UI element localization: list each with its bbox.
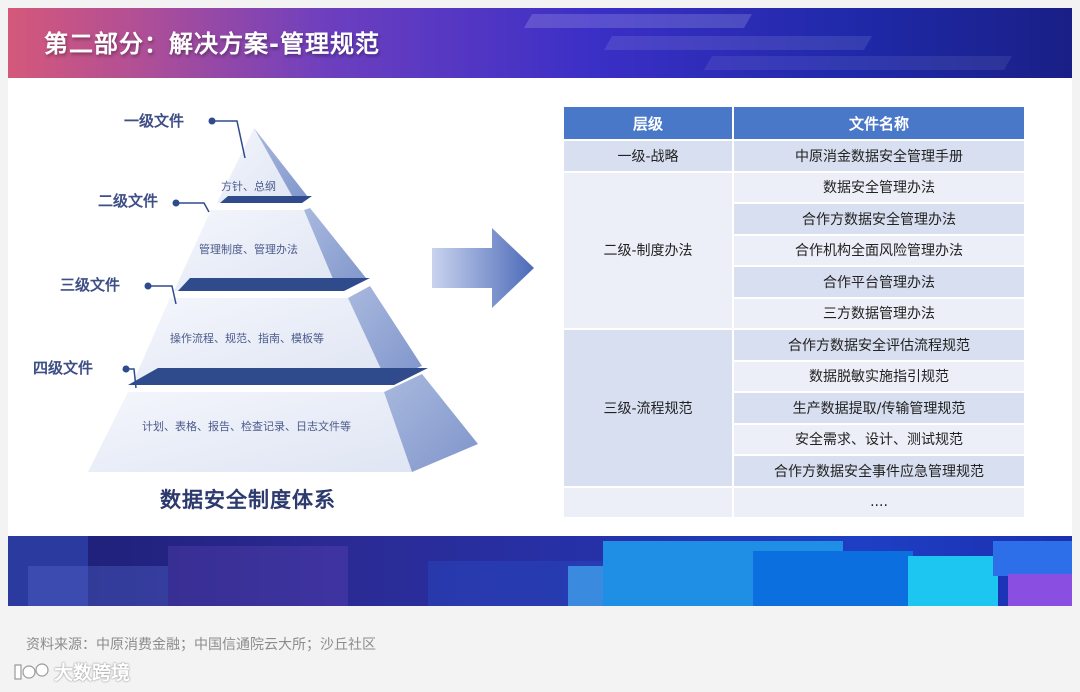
footer-banner — [8, 536, 1072, 606]
pyramid-level-2-side — [304, 208, 366, 291]
file-cell: 安全需求、设计、测试规范 — [732, 422, 1026, 456]
footer-decoration — [8, 536, 88, 606]
slide: 第二部分：解决方案-管理规范 — [8, 8, 1072, 606]
pyramid-level-4-label: 四级文件 — [33, 359, 94, 377]
pyramid-level-1-side — [254, 128, 308, 203]
file-cell: 数据安全管理办法 — [732, 170, 1026, 204]
pyramid-level-3-face — [134, 298, 386, 380]
pyramid-level-3-content: 操作流程、规范、指南、模板等 — [170, 332, 324, 345]
file-cell: 合作机构全面风险管理办法 — [732, 233, 1026, 267]
table-row: .... — [562, 485, 1026, 519]
pyramid-level-1-label: 一级文件 — [124, 112, 185, 130]
ellipsis-cell: .... — [732, 485, 1026, 519]
pyramid-level-1-face — [217, 128, 296, 203]
pyramid-level-4-side — [384, 374, 478, 472]
file-cell: 合作方数据安全管理办法 — [732, 202, 1026, 236]
header-decoration — [523, 14, 753, 28]
pyramid-level-1-content: 方针、总纲 — [221, 180, 276, 193]
table-row: 合作方数据安全管理办法 — [563, 202, 1026, 236]
header-decoration — [603, 36, 873, 50]
pyramid-level-2-label: 二级文件 — [98, 192, 159, 210]
level-cell: 三级-流程规范 — [562, 328, 734, 488]
table-header-row: 层级 文件名称 — [562, 105, 1026, 141]
watermark-text: 大数跨境 — [54, 662, 131, 684]
column-header-level: 层级 — [562, 105, 734, 141]
pyramid-title: 数据安全制度体系 — [160, 488, 336, 512]
footer-decoration — [28, 566, 168, 606]
pyramid-band-3 — [128, 368, 428, 385]
arrow-right-icon — [432, 228, 534, 308]
file-cell: 数据脱敏实施指引规范 — [732, 359, 1026, 393]
table-row: 合作方数据安全事件应急管理规范 — [563, 454, 1026, 488]
file-cell: 生产数据提取/传输管理规范 — [732, 391, 1026, 425]
watermark: 大数跨境 — [12, 658, 130, 685]
table-row: 三级-流程规范 合作方数据安全评估流程规范 — [562, 328, 1026, 488]
pyramid-level-4-content: 计划、表格、报告、检查记录、日志文件等 — [142, 420, 351, 433]
footer-decoration — [168, 546, 348, 606]
footer-decoration — [993, 541, 1072, 576]
pyramid-level-4-face — [88, 392, 412, 472]
level-cell: 一级-战略 — [562, 139, 734, 173]
pyramid-level-3-label: 三级文件 — [60, 276, 121, 294]
header-banner: 第二部分：解决方案-管理规范 — [8, 8, 1072, 78]
pyramid-band-1 — [220, 196, 312, 203]
pyramid-level-3-side — [348, 286, 422, 380]
file-cell: 合作平台管理办法 — [732, 265, 1026, 299]
table-row: 合作平台管理办法 — [563, 265, 1026, 299]
footer-decoration — [908, 556, 998, 606]
document-table: 层级 文件名称 一级-战略 中原消金数据安全管理手册 二级-制度办法 数据安全管… — [562, 105, 1026, 519]
pyramid-band-2 — [178, 278, 370, 291]
table-row: 一级-战略 中原消金数据安全管理手册 — [562, 139, 1026, 173]
pyramid-diagram — [88, 117, 478, 472]
watermark-logo-icon — [14, 662, 49, 680]
header-decoration — [703, 56, 1013, 70]
pyramid-level-2-content: 管理制度、管理办法 — [199, 243, 298, 256]
footer-decoration — [1008, 574, 1072, 606]
file-cell: 合作方数据安全事件应急管理规范 — [732, 454, 1026, 488]
pyramid-level-2-face — [174, 210, 338, 291]
table-row: 生产数据提取/传输管理规范 — [563, 391, 1026, 425]
table-row: 数据脱敏实施指引规范 — [563, 359, 1026, 393]
table-row: 二级-制度办法 数据安全管理办法 — [562, 170, 1026, 330]
file-cell: 三方数据管理办法 — [732, 296, 1026, 330]
file-cell: 中原消金数据安全管理手册 — [732, 139, 1026, 173]
footer-decoration — [753, 551, 913, 606]
ellipsis-cell-empty — [562, 485, 734, 519]
file-cell: 合作方数据安全评估流程规范 — [732, 328, 1026, 362]
level-cell: 二级-制度办法 — [562, 170, 734, 330]
page-title: 第二部分：解决方案-管理规范 — [44, 30, 380, 58]
column-header-file-name: 文件名称 — [732, 105, 1026, 141]
table-row: 三方数据管理办法 — [563, 296, 1026, 330]
source-note: 资料来源：中原消费金融；中国信通院云大所；沙丘社区 — [26, 637, 376, 653]
